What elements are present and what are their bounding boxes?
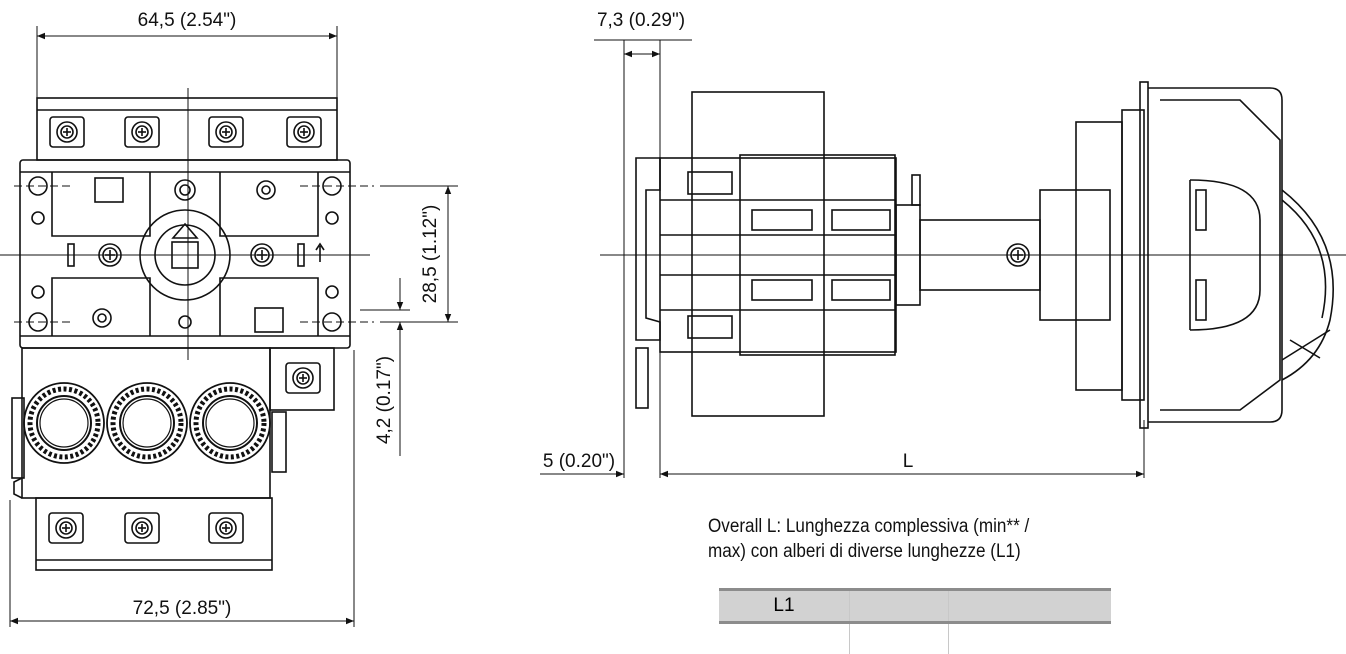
fuse-3 <box>190 383 270 463</box>
front-view <box>0 26 458 627</box>
table-cell <box>719 623 850 654</box>
caption-line-1: Overall L: Lunghezza complessiva (min** … <box>708 514 1086 539</box>
table-row <box>719 623 1111 654</box>
fuse-2 <box>107 383 187 463</box>
top-terminal-4 <box>287 117 321 147</box>
side-view <box>540 40 1346 478</box>
top-terminal-1 <box>50 117 84 147</box>
table-header-cell <box>949 590 1112 623</box>
dim-offset: 4,2 (0.17") <box>374 356 395 444</box>
table-cell <box>850 623 949 654</box>
table-header-row: L1 <box>719 590 1111 623</box>
dim-flange: 7,3 (0.29") <box>597 10 685 31</box>
dim-hole-spacing: 28,5 (1.12") <box>420 205 441 304</box>
dim-bottom-width: 72,5 (2.85") <box>133 598 232 619</box>
technical-drawing: 64,5 (2.54") 72,5 (2.85") 28,5 (1.12") 4… <box>0 0 1346 627</box>
top-terminal-2 <box>125 117 159 147</box>
caption-line-2: max) con alberi di diverse lunghezze (L1… <box>708 539 1086 564</box>
dim-top-width: 64,5 (2.54") <box>138 10 237 31</box>
top-terminal-3 <box>209 117 243 147</box>
table-header-cell: L1 <box>719 590 850 623</box>
fuse-1 <box>24 383 104 463</box>
length-table: L1 <box>719 588 1111 654</box>
length-caption: Overall L: Lunghezza complessiva (min** … <box>708 514 1086 564</box>
dim-overall-length: L <box>903 451 914 472</box>
dim-panel: 5 (0.20") <box>543 451 615 472</box>
table-cell <box>949 623 1112 654</box>
table-header-cell <box>850 590 949 623</box>
